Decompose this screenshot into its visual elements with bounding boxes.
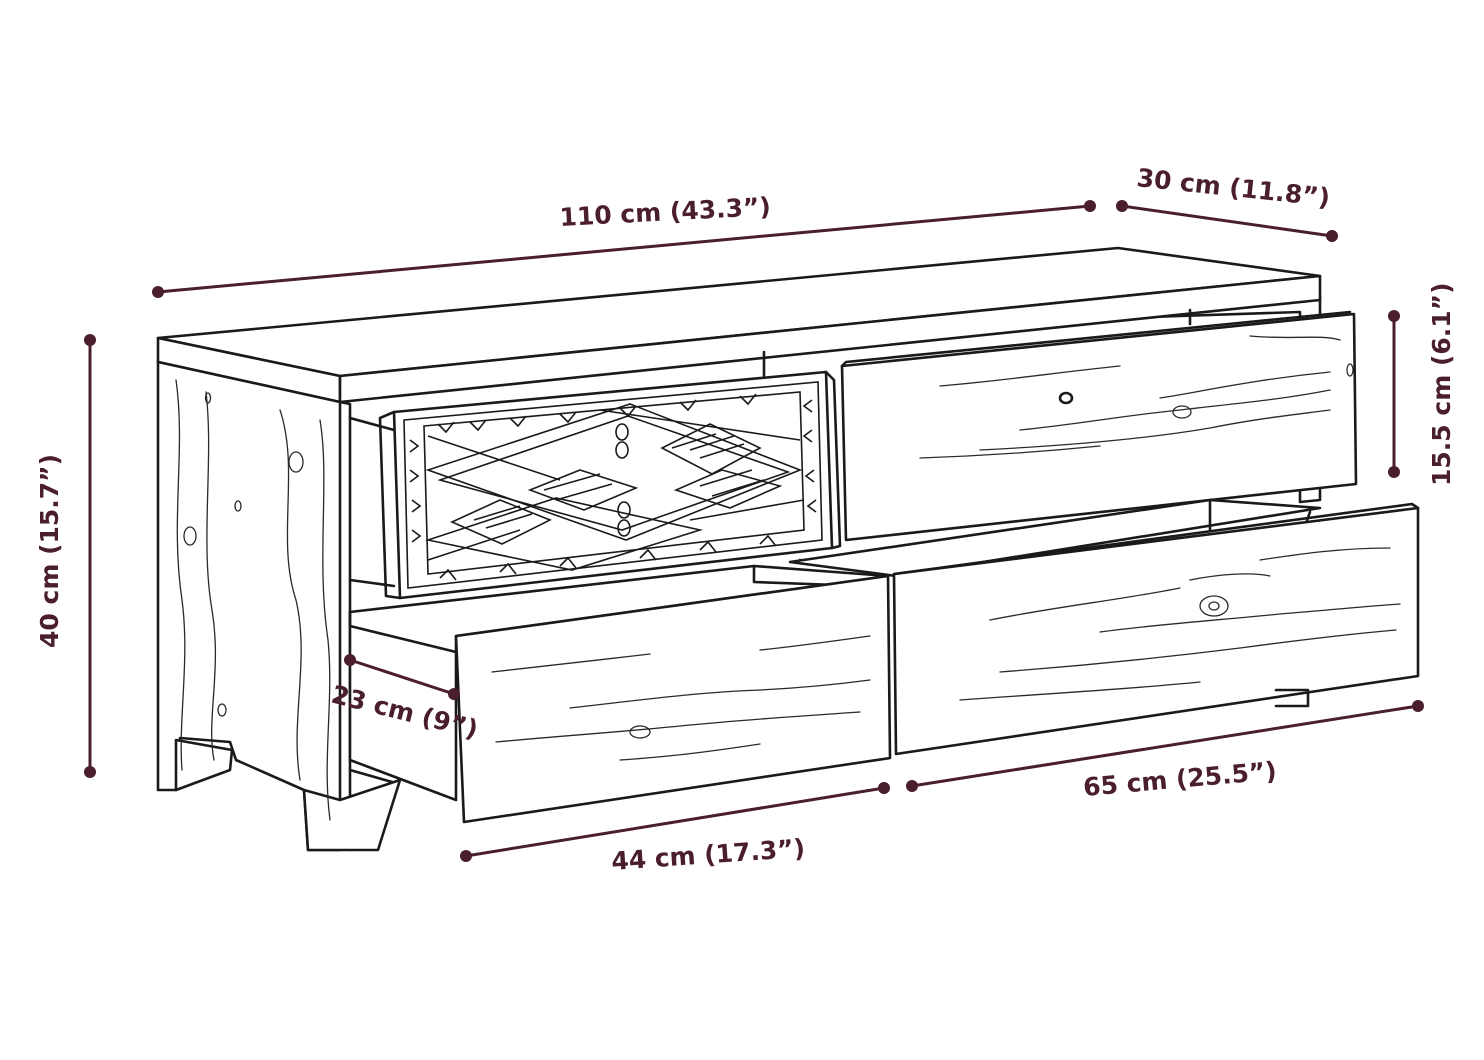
small-drawer-width-dimension-line bbox=[465, 786, 885, 858]
wood-knot-4 bbox=[217, 703, 227, 717]
ll-drawer-front bbox=[454, 574, 892, 824]
top-board-side-edge bbox=[338, 274, 1322, 404]
side-grain-2 bbox=[205, 391, 217, 761]
ll-grain-4 bbox=[619, 743, 761, 761]
lr-grain-6 bbox=[1189, 573, 1271, 581]
large-drawer-dim-endpoint bbox=[1412, 700, 1424, 712]
drawer-height-dim-endpoint bbox=[1388, 466, 1400, 478]
drawer-depth-dim-endpoint bbox=[448, 688, 460, 700]
wood-knot-2 bbox=[183, 526, 197, 546]
width-dim-endpoint bbox=[1084, 200, 1096, 212]
back-leg bbox=[174, 738, 234, 792]
lr-grain-5 bbox=[959, 681, 1201, 701]
diamond-3 bbox=[527, 469, 639, 511]
ur-grain-1 bbox=[939, 365, 1121, 387]
depth-dim-endpoint bbox=[1326, 230, 1338, 242]
upper-right-drawer-top-edge bbox=[840, 310, 1352, 368]
lr-grain-4 bbox=[999, 629, 1397, 673]
carved-drawer bbox=[378, 370, 842, 600]
depth-label: 30 cm (11.8”) bbox=[1135, 163, 1331, 212]
ur-knot-2 bbox=[1346, 363, 1354, 377]
wood-knot-5 bbox=[204, 392, 212, 404]
lattice-b bbox=[437, 415, 791, 531]
depth-dim-endpoint bbox=[1116, 200, 1128, 212]
side-grain-4 bbox=[319, 419, 331, 821]
drawer-height-dim-endpoint bbox=[1388, 310, 1400, 322]
lr-drawer-runner bbox=[1274, 688, 1310, 708]
wood-knot-1 bbox=[288, 451, 304, 473]
width-label: 110 cm (43.3”) bbox=[559, 192, 772, 232]
depth-dimension-line bbox=[1121, 204, 1333, 238]
ornament-glyph-1 bbox=[615, 423, 629, 459]
upper-right-drawer-front bbox=[840, 312, 1358, 542]
lr-drawer-top-edge bbox=[892, 502, 1420, 576]
drawer-depth-dimension-line bbox=[349, 658, 455, 696]
carved-drawer-edge bbox=[378, 410, 402, 600]
large-drawer-width-dimension-line bbox=[911, 704, 1419, 788]
drawer-depth-dim-endpoint bbox=[344, 654, 356, 666]
small-drawer-dim-endpoint bbox=[460, 850, 472, 862]
upper-right-drawer bbox=[840, 310, 1358, 542]
wood-knot-3 bbox=[234, 500, 242, 512]
width-dim-endpoint bbox=[152, 286, 164, 298]
drawer-height-label: 15.5 cm (6.1”) bbox=[1427, 282, 1456, 486]
dimension-labels: 110 cm (43.3”) 30 cm (11.8”) 40 cm (15.7… bbox=[35, 163, 1456, 876]
lr-grain-3 bbox=[1099, 603, 1401, 633]
ll-grain-5 bbox=[759, 635, 871, 651]
small-drawer-width-label: 44 cm (17.3”) bbox=[610, 834, 806, 876]
ll-grain-3 bbox=[495, 711, 861, 743]
height-dim-endpoint bbox=[84, 334, 96, 346]
carved-drawer-side bbox=[824, 370, 842, 550]
side-grain-3 bbox=[279, 409, 302, 781]
ll-knob bbox=[629, 725, 651, 739]
left-side-panel bbox=[156, 360, 342, 852]
lr-drawer-front bbox=[892, 506, 1420, 756]
ur-knot bbox=[1172, 405, 1192, 419]
lattice-a bbox=[425, 403, 803, 541]
ll-grain-2 bbox=[569, 679, 871, 709]
lr-knob bbox=[1199, 595, 1229, 617]
ur-grain-3 bbox=[1019, 389, 1331, 431]
lr-grain-1 bbox=[989, 587, 1181, 621]
width-dimension-line bbox=[157, 204, 1091, 294]
ur-knob bbox=[1058, 391, 1074, 405]
dimension-lines bbox=[84, 200, 1424, 862]
side-grain-1 bbox=[175, 379, 186, 771]
left-panel-front-edge bbox=[338, 400, 352, 852]
border-triangles bbox=[409, 393, 817, 581]
carved-border-inner bbox=[423, 391, 805, 575]
ur-grain-4 bbox=[979, 409, 1331, 451]
lr-grain-2 bbox=[1259, 547, 1391, 561]
ornament-glyph-2 bbox=[617, 501, 631, 537]
tv-stand-illustration bbox=[156, 246, 1420, 852]
lattice-d bbox=[427, 409, 805, 561]
height-label: 40 cm (15.7”) bbox=[35, 454, 64, 648]
large-drawer-width-label: 65 cm (25.5”) bbox=[1082, 756, 1278, 802]
ll-drawer-box-rim bbox=[348, 610, 458, 654]
ur-grain-6 bbox=[1159, 371, 1331, 399]
diamond-2 bbox=[450, 499, 552, 545]
hatch bbox=[473, 433, 765, 529]
lr-knob-center bbox=[1208, 601, 1220, 611]
height-dim-endpoint bbox=[84, 766, 96, 778]
carved-border-outer bbox=[403, 381, 823, 589]
interior-shelf bbox=[348, 308, 1192, 588]
ll-grain-1 bbox=[491, 653, 651, 673]
lattice-c bbox=[424, 497, 704, 571]
small-drawer-dim-endpoint bbox=[878, 782, 890, 794]
ur-grain-2 bbox=[1249, 335, 1341, 341]
ur-grain-5 bbox=[919, 445, 1101, 459]
lr-drawer-box bbox=[788, 498, 1322, 578]
lower-left-drawer bbox=[348, 558, 892, 824]
large-drawer-dim-endpoint bbox=[906, 780, 918, 792]
lower-right-drawer bbox=[788, 498, 1420, 756]
